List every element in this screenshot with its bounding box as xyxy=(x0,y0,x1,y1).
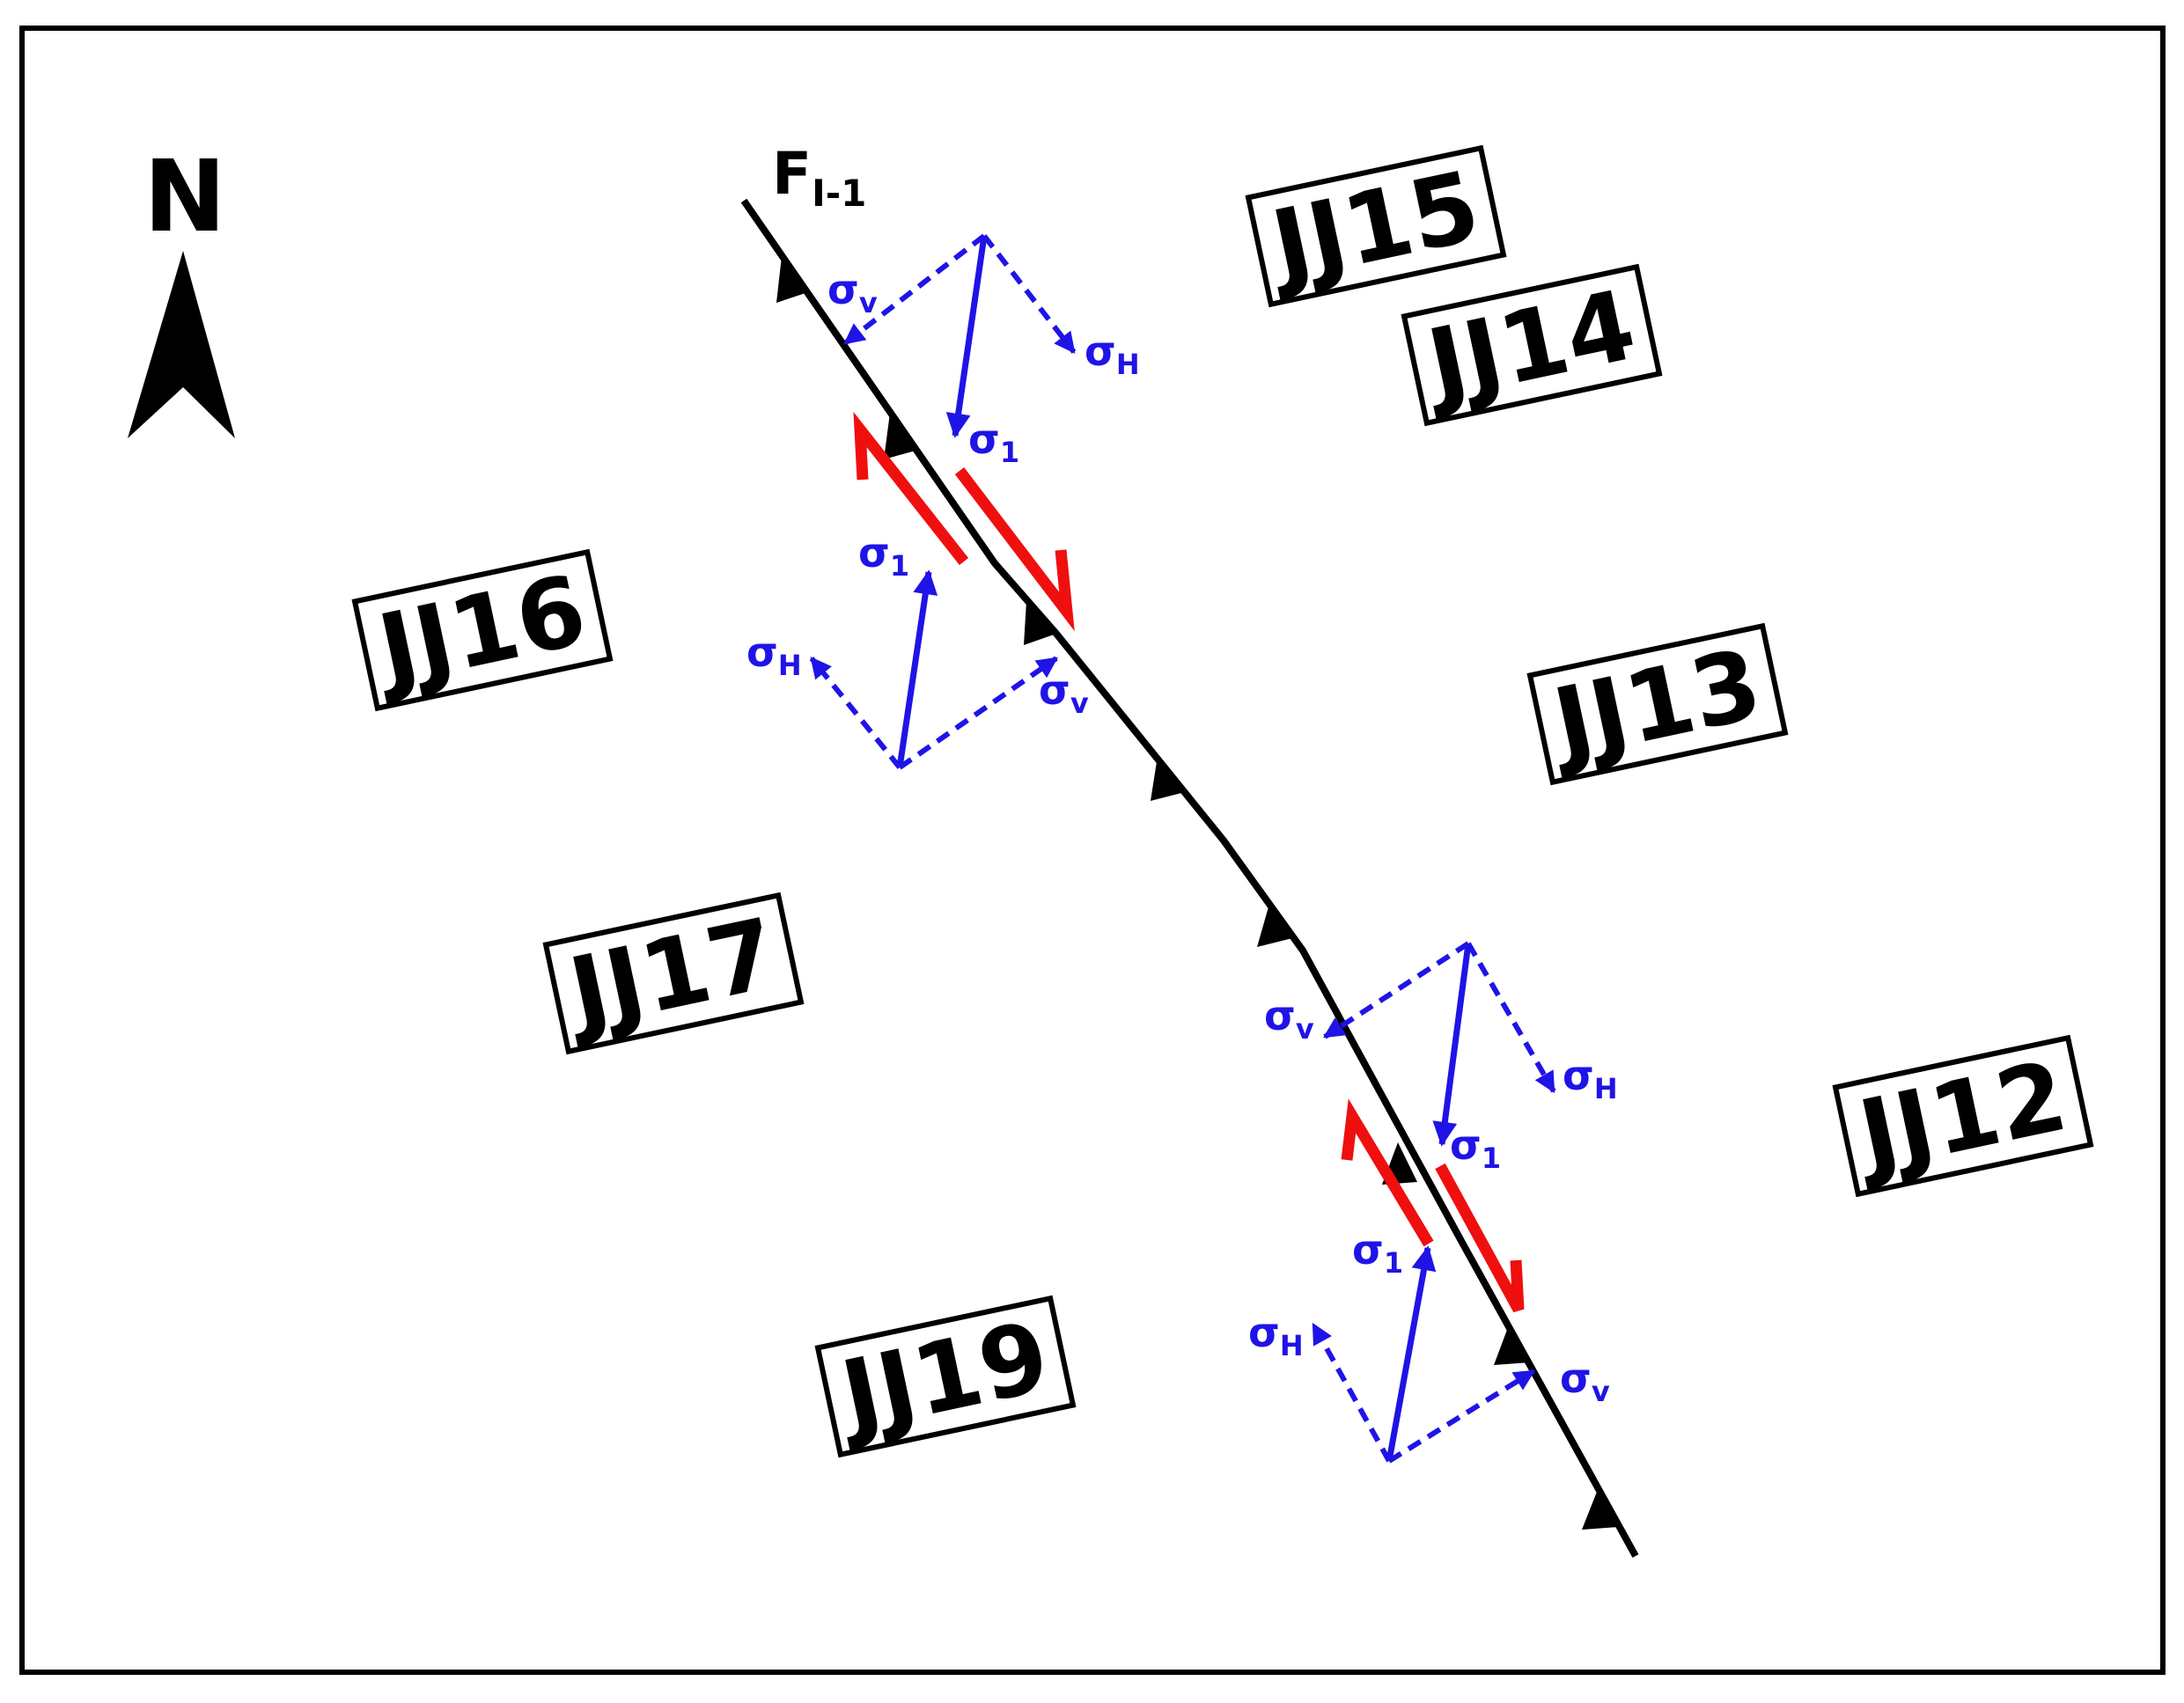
sigma-1-arrow xyxy=(896,569,938,768)
sigma-1-arrow xyxy=(945,235,988,438)
shear-sense-lower xyxy=(1341,1098,1525,1313)
sigma-h-label: σH xyxy=(746,628,802,682)
north-arrow: N xyxy=(128,140,235,438)
well-box: JJ13 xyxy=(1526,622,1789,786)
map-frame xyxy=(19,26,2166,1675)
fault-tooth-icon xyxy=(1151,756,1185,801)
fault-tooth-icon xyxy=(776,256,808,303)
stress-set-lower-foot: σ1 σH σv xyxy=(1248,1226,1610,1464)
shear-arrow-right xyxy=(954,467,1075,632)
sigma-h-arrow xyxy=(1311,1322,1392,1463)
sigma-v-label: σv xyxy=(1264,992,1314,1046)
stress-set-upper-hanging: σv σH σ1 xyxy=(827,233,1140,469)
sigma-v-arrow xyxy=(1387,1369,1536,1464)
fault-tooth-icon xyxy=(1494,1323,1530,1365)
stress-set-upper-foot: σ1 σH σv xyxy=(746,529,1089,770)
sigma-1-label: σ1 xyxy=(1450,1121,1501,1175)
sigma-1-arrow xyxy=(1432,943,1472,1147)
sigma-v-label: σv xyxy=(1039,666,1089,720)
north-label: N xyxy=(143,140,226,254)
sigma-v-label: σv xyxy=(827,266,878,319)
sigma-v-label: σv xyxy=(1560,1354,1610,1408)
fault-tooth-icon xyxy=(884,413,916,459)
fault-label: FI-1 xyxy=(772,140,866,215)
sigma-h-label: σH xyxy=(1085,327,1140,381)
sigma-v-arrow xyxy=(898,656,1058,770)
sigma-h-arrow xyxy=(982,234,1077,354)
fault-line xyxy=(740,198,1639,1558)
shear-arrow-left xyxy=(853,411,969,566)
sigma-1-label: σ1 xyxy=(858,529,909,583)
sigma-1-arrow xyxy=(1386,1245,1437,1462)
fault-trace: FI-1 xyxy=(740,140,1639,1558)
shear-sense-upper xyxy=(853,411,1075,632)
shear-arrow-left xyxy=(1341,1098,1434,1247)
sigma-h-arrow xyxy=(1466,942,1556,1094)
fault-tooth-icon xyxy=(1257,904,1292,947)
sigma-v-arrow xyxy=(1322,941,1470,1039)
sigma-v-arrow xyxy=(843,233,986,346)
sigma-1-label: σ1 xyxy=(1352,1226,1403,1280)
sigma-h-arrow xyxy=(809,657,902,769)
fault-tooth-icon xyxy=(1024,601,1056,645)
well-box: JJ16 xyxy=(351,548,614,712)
fault-tooth-icon xyxy=(1582,1487,1618,1530)
shear-arrow-right xyxy=(1435,1163,1525,1313)
sigma-h-label: σH xyxy=(1563,1052,1618,1105)
north-arrow-icon xyxy=(128,251,235,438)
sigma-1-label: σ1 xyxy=(968,415,1019,469)
sigma-h-label: σH xyxy=(1248,1309,1304,1362)
stress-set-lower-hanging: σv σH σ1 xyxy=(1264,941,1618,1175)
